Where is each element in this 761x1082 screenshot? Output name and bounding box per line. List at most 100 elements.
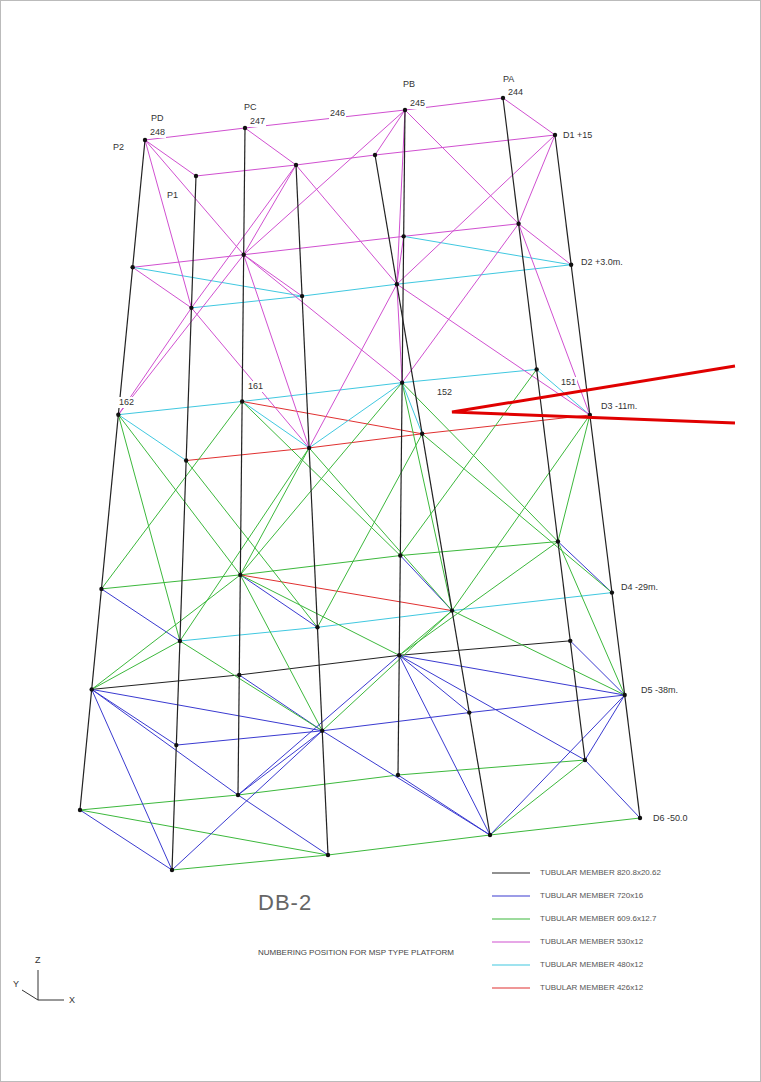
node-number: PC xyxy=(243,102,258,113)
tubular-member xyxy=(238,775,398,795)
tubular-member xyxy=(118,415,240,575)
legend-line xyxy=(492,895,530,896)
tubular-member xyxy=(240,575,452,611)
joint-dot xyxy=(553,133,557,137)
node-number: PD xyxy=(150,113,165,124)
tubular-member xyxy=(133,255,244,268)
joint-dot xyxy=(294,163,298,167)
node-number: PB xyxy=(402,79,416,90)
legend-text: TUBULAR MEMBER 480x12 xyxy=(540,960,643,970)
tubular-member xyxy=(503,98,585,760)
joint-dot xyxy=(116,413,120,417)
joint-dot xyxy=(450,608,454,612)
axis-line xyxy=(38,1000,64,1001)
joint-dot xyxy=(320,729,324,733)
joint-dot xyxy=(373,153,377,157)
joint-dot xyxy=(307,446,311,450)
axis-line xyxy=(38,970,39,1000)
tubular-member xyxy=(452,593,612,611)
tubular-member xyxy=(398,110,405,775)
node-number: P1 xyxy=(166,190,179,201)
tubular-member xyxy=(397,265,571,284)
tubular-member xyxy=(503,98,555,135)
node-number: 162 xyxy=(118,397,135,408)
node-number: 245 xyxy=(409,98,426,109)
node-number: PA xyxy=(502,74,515,85)
tubular-member xyxy=(399,655,490,835)
axis-label: Y xyxy=(12,979,20,990)
joint-dot xyxy=(99,587,103,591)
tubular-member xyxy=(172,176,196,870)
tubular-member xyxy=(92,689,172,870)
tubular-member xyxy=(180,627,318,641)
tubular-member xyxy=(322,611,452,731)
joint-dot xyxy=(395,282,399,286)
axis-line xyxy=(22,990,38,1000)
joint-dot xyxy=(420,432,424,436)
tubular-member xyxy=(375,155,490,835)
level-label: D4 -29m. xyxy=(620,582,659,593)
tubular-member xyxy=(402,224,518,383)
tubular-member xyxy=(242,401,422,433)
joints xyxy=(78,96,642,872)
tubular-member xyxy=(322,731,490,835)
tubular-member xyxy=(244,236,404,254)
tubular-member xyxy=(145,128,245,140)
joint-dot xyxy=(90,687,94,691)
joint-dot xyxy=(610,590,614,594)
level-label: D3 -11m. xyxy=(600,401,638,412)
tubular-member xyxy=(404,236,571,264)
tubular-member xyxy=(145,140,196,176)
tubular-member xyxy=(240,575,322,731)
tubular-member xyxy=(422,434,612,593)
joint-dot xyxy=(170,868,174,872)
tubular-member xyxy=(196,165,296,176)
legend-text: TUBULAR MEMBER 426x12 xyxy=(540,983,643,993)
node-number: 152 xyxy=(436,387,453,398)
legend-text: TUBULAR MEMBER 530x12 xyxy=(540,937,643,947)
node-number: 244 xyxy=(507,87,524,98)
tubular-member xyxy=(452,415,590,611)
tubular-member xyxy=(558,542,612,593)
tubular-member xyxy=(404,224,519,237)
tubular-member xyxy=(240,575,317,627)
tubular-member xyxy=(145,140,191,308)
joint-dot xyxy=(398,553,402,557)
tubular-member xyxy=(242,383,402,402)
node-number: 246 xyxy=(329,108,346,119)
tubular-member xyxy=(399,655,585,760)
joint-dot xyxy=(396,773,400,777)
tubular-member xyxy=(92,689,323,730)
tubular-member xyxy=(555,135,640,818)
tubular-member xyxy=(399,611,452,656)
axis-label: X xyxy=(68,995,76,1006)
level-label: D6 -50.0 xyxy=(652,813,689,824)
legend-text: TUBULAR MEMBER 609.6x12.7 xyxy=(540,914,657,924)
node-number: P2 xyxy=(112,142,125,153)
tubular-member xyxy=(452,611,625,695)
legend-line xyxy=(492,872,530,873)
joint-dot xyxy=(467,710,471,714)
joint-dot xyxy=(516,222,520,226)
tubular-member xyxy=(302,284,397,296)
legend-line xyxy=(492,987,530,988)
legend-line xyxy=(492,918,530,919)
tubular-member xyxy=(402,383,452,611)
tubular-member xyxy=(490,818,640,835)
tubular-member xyxy=(80,140,145,810)
tubular-member xyxy=(244,110,405,255)
tubular-member xyxy=(240,448,309,575)
tubular-member xyxy=(490,695,625,835)
joint-dot xyxy=(184,458,188,462)
tubular-member xyxy=(399,655,469,712)
joint-dot xyxy=(189,306,193,310)
tubular-member xyxy=(238,655,399,795)
tubular-member xyxy=(296,165,397,284)
legend-lines xyxy=(492,873,530,988)
tubular-member xyxy=(296,165,328,855)
tubular-member xyxy=(118,308,191,415)
joint-dot xyxy=(403,108,407,112)
joint-dot xyxy=(315,625,319,629)
tubular-member xyxy=(172,855,328,870)
